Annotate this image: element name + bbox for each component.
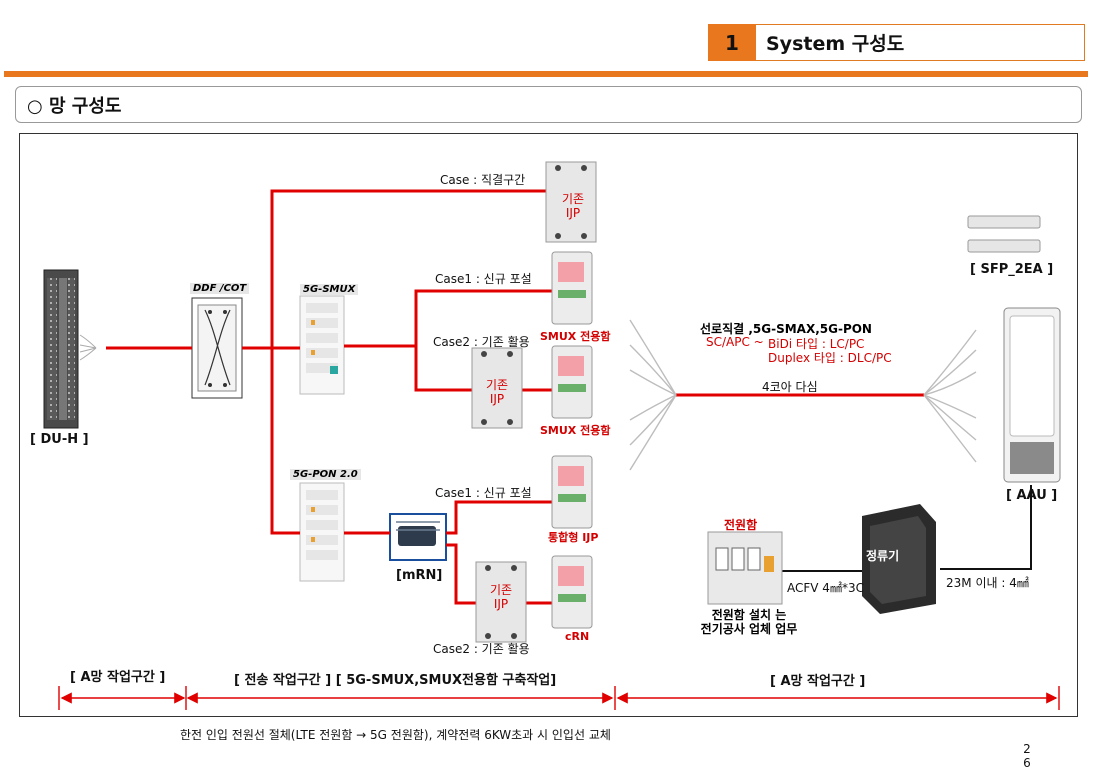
- fiber-spec-duplex: Duplex 타입 : DLC/PC: [768, 351, 892, 365]
- existing-ijp-label-top: 기존 IJP: [561, 192, 585, 220]
- mrn-device: [389, 513, 447, 561]
- existing-ijp-label-bottom: 기존 IJP: [489, 583, 513, 611]
- zone-a-right: [ A망 작업구간 ]: [770, 674, 866, 689]
- smux-box-label-1: SMUX 전용함: [540, 330, 611, 343]
- integrated-ijp-box: [551, 455, 593, 529]
- ddf-cot-label: DDF /COT: [190, 283, 250, 294]
- case-direct-label: Case : 직결구간: [440, 173, 526, 187]
- section-title-box: [15, 86, 1082, 123]
- diagram-frame: [19, 133, 1078, 717]
- ddf-cot-panel: [191, 297, 243, 399]
- integrated-ijp-label: 통합형 IJP: [548, 531, 599, 544]
- power-box-note: 전원함 설치 는 전기공사 업체 업무: [700, 608, 798, 636]
- sfp-label: [ SFP_2EA ]: [970, 262, 1054, 277]
- smux-box-label-2: SMUX 전용함: [540, 424, 611, 437]
- acfv-label: ACFV 4㎟*3C: [787, 581, 864, 595]
- rectifier-label: 정류기: [866, 549, 900, 563]
- crn-box: [551, 555, 593, 629]
- fiber-spec-title: 선로직결 ,5G-SMAX,5G-PON: [700, 322, 872, 336]
- zone-transport: [ 전송 작업구간 ] [ 5G-SMUX,SMUX전용함 구축작업]: [234, 673, 557, 688]
- existing-ijp-label-mid: 기존 IJP: [485, 378, 509, 406]
- footer-note: 한전 인입 전원선 절체(LTE 전원함 → 5G 전원함), 계약전력 6KW…: [180, 728, 611, 742]
- page-number: 2 6: [1023, 742, 1031, 770]
- power-box-label: 전원함: [724, 518, 758, 532]
- du-h-label: [ DU-H ]: [30, 432, 89, 447]
- existing-ijp-bottom: [475, 561, 527, 643]
- pon-label: 5G-PON 2.0: [290, 469, 361, 480]
- smux-label: 5G-SMUX: [300, 284, 359, 295]
- power-lines: [782, 485, 1032, 572]
- power-box-device: [707, 531, 783, 605]
- section-title: ○ 망 구성도: [27, 95, 122, 117]
- smux-box-1: [551, 251, 593, 325]
- four-core-label: 4코아 다심: [762, 380, 818, 394]
- fiber-lines: [106, 189, 924, 605]
- existing-ijp-top: [545, 161, 597, 243]
- header-divider: [4, 71, 1088, 77]
- du-h-fiber-fan: [79, 334, 97, 361]
- case1-new-label-a: Case1 : 신규 포설: [435, 272, 532, 286]
- fiber-spec-sc: SC/APC ~: [706, 335, 764, 349]
- existing-ijp-mid: [471, 347, 523, 429]
- case2-existing-label-b: Case2 : 기존 활용: [433, 642, 530, 656]
- du-h-rack: [43, 269, 79, 429]
- fiber-spec-bidi: BiDi 타입 : LC/PC: [768, 337, 865, 351]
- fiber-fanout-left: [629, 319, 677, 471]
- pon-rack: [299, 482, 345, 582]
- rectifier-device: [862, 504, 936, 614]
- aau-label: [ AAU ]: [1006, 488, 1058, 503]
- section-number: 1: [708, 24, 756, 61]
- case2-existing-label-a: Case2 : 기존 활용: [433, 335, 530, 349]
- smux-box-2: [551, 345, 593, 419]
- case1-new-label-b: Case1 : 신규 포설: [435, 486, 532, 500]
- aau-antenna: [1003, 307, 1061, 483]
- smux-rack: [299, 295, 345, 395]
- page-title: System 구성도: [766, 33, 905, 55]
- crn-label: cRN: [565, 630, 590, 643]
- zone-a-left: [ A망 작업구간 ]: [70, 670, 166, 685]
- mrn-label: [mRN]: [396, 568, 443, 583]
- within-23m-label: 23M 이내 : 4㎟: [946, 576, 1029, 590]
- sfp-modules: [967, 215, 1041, 253]
- zone-arrows: [58, 686, 1060, 710]
- fiber-fanout-right: [923, 329, 977, 463]
